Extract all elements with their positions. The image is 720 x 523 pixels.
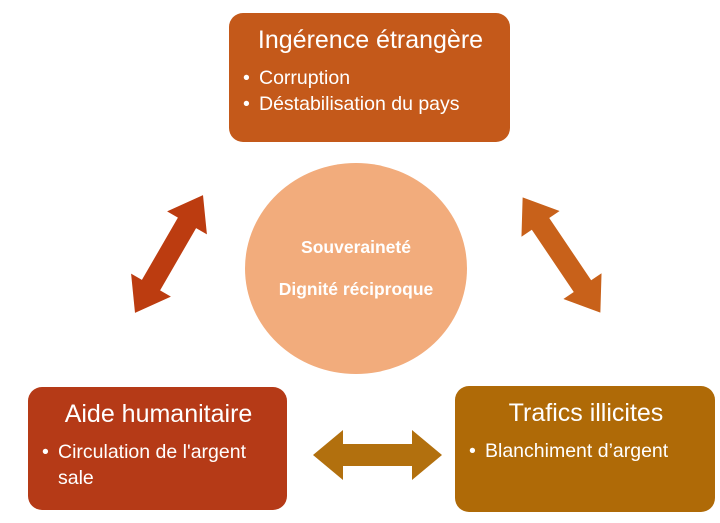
node-bullet-list: • Blanchiment d’argent: [469, 438, 703, 464]
node-aide-humanitaire[interactable]: Aide humanitaire • Circulation de l'arge…: [28, 387, 287, 510]
list-item: • Circulation de l'argent sale: [42, 439, 275, 491]
node-title: Trafics illicites: [508, 399, 664, 427]
double-arrow-icon-left-diagonal[interactable]: [115, 184, 223, 325]
circle-line-1: Souveraineté: [301, 237, 411, 257]
double-arrow-icon-bottom-horizontal[interactable]: [313, 430, 442, 480]
list-item: • Corruption: [243, 65, 498, 91]
bullet-text: Déstabilisation du pays: [259, 93, 460, 115]
node-title: Ingérence étrangère: [257, 26, 484, 54]
circle-line-2: Dignité réciproque: [278, 279, 434, 299]
list-item: • Blanchiment d’argent: [469, 438, 703, 464]
bullet-icon: •: [243, 93, 250, 115]
node-title: Aide humanitaire: [64, 400, 253, 428]
bullet-text: Corruption: [259, 67, 351, 89]
bullet-icon: •: [469, 440, 476, 462]
bullet-icon: •: [243, 67, 250, 89]
double-arrow-icon-right-diagonal[interactable]: [504, 185, 620, 326]
node-bullet-list: • Corruption • Déstabilisation du pays: [243, 65, 498, 117]
center-circle-souverainete[interactable]: Souveraineté Dignité réciproque: [245, 163, 467, 374]
bullet-text: Circulation de l'argent sale: [58, 441, 246, 489]
node-trafics-illicites[interactable]: Trafics illicites • Blanchiment d’argent: [455, 386, 715, 512]
bullet-text: Blanchiment d’argent: [485, 440, 669, 462]
list-item: • Déstabilisation du pays: [243, 91, 498, 117]
node-bullet-list: • Circulation de l'argent sale: [42, 439, 275, 491]
bullet-icon: •: [42, 441, 49, 463]
node-ingerence-etrangere[interactable]: Ingérence étrangère • Corruption • Désta…: [229, 13, 510, 142]
